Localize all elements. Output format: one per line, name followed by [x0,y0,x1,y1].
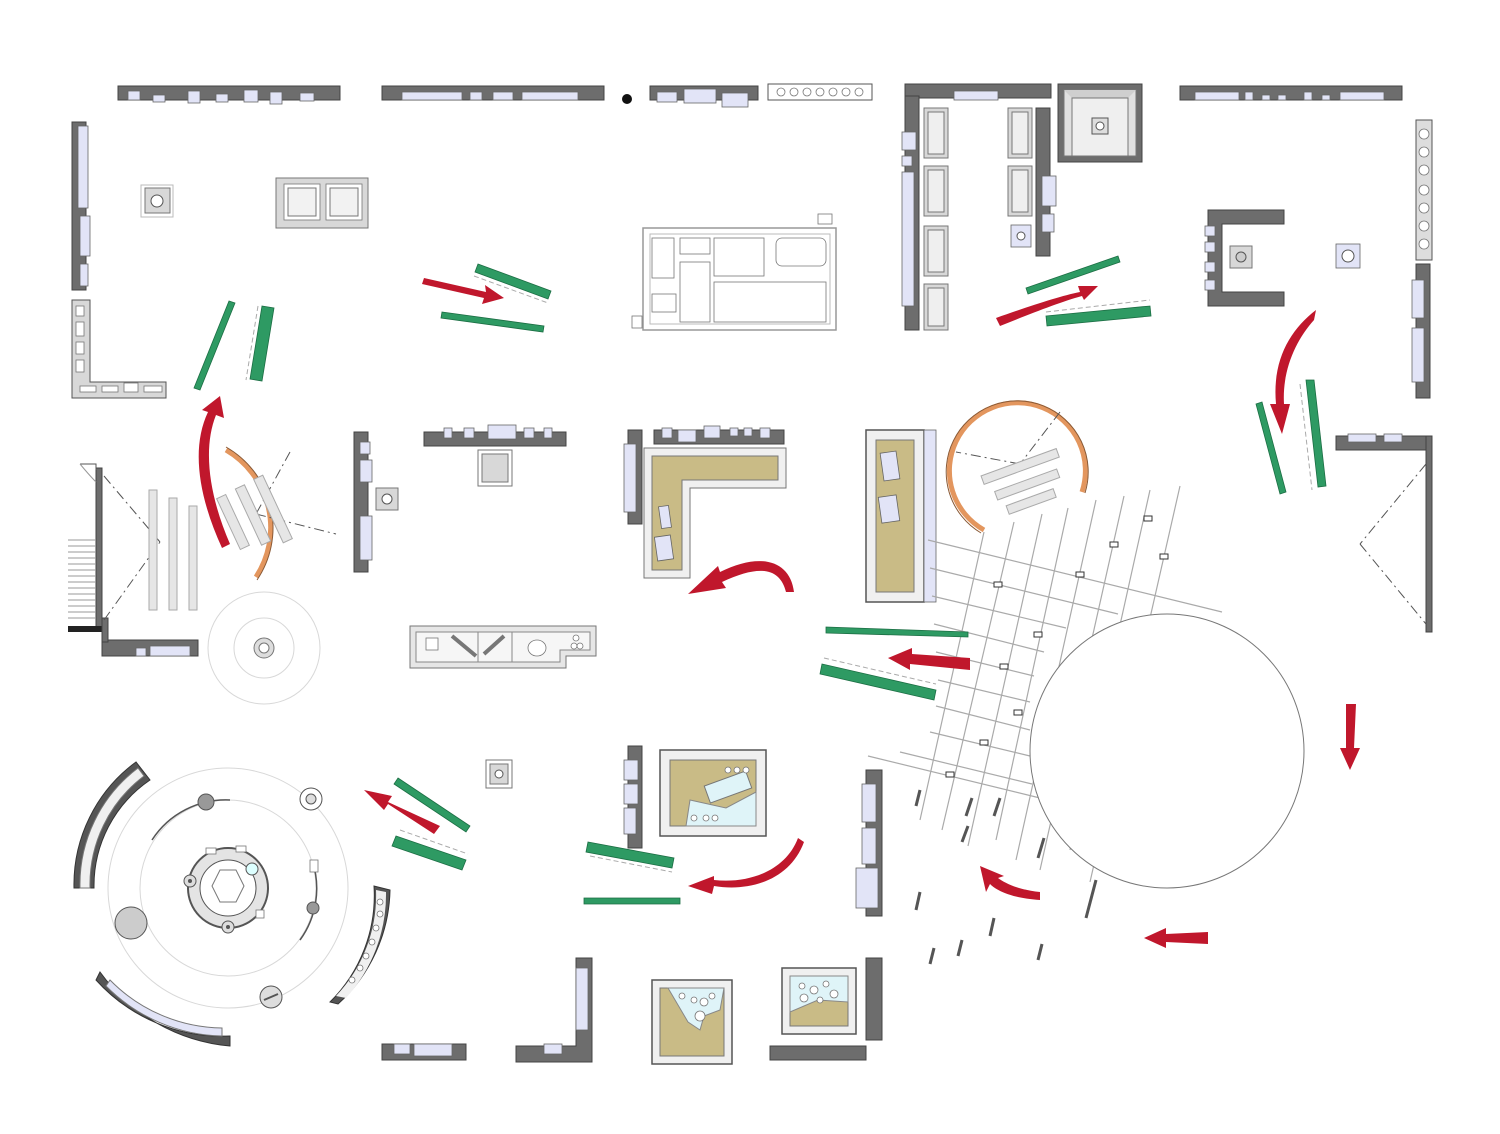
small-pedestal-2 [1335,243,1361,269]
top-wall-segment-5 [904,83,1052,101]
flow-arrow-4 [1270,310,1316,434]
flow-arrow-9 [980,866,1040,900]
double-case [275,177,369,229]
tan-display-square-1 [623,745,767,849]
round-fountain [207,591,321,705]
small-pedestal-1 [140,184,174,218]
l-shaped-tan-platform [623,425,787,579]
flow-arrow-3 [996,286,1098,326]
top-wall-segment-1 [117,85,341,105]
column-dot [622,94,632,104]
curved-case-right [329,885,391,1005]
orange-curve-right [945,400,1089,534]
cabinet-room [901,95,1057,331]
flow-arrow-8 [688,838,804,894]
flow-arrow-11 [1340,704,1360,770]
flow-arrow-2 [422,278,504,304]
long-tan-case [865,429,937,603]
square-niche [1057,83,1143,163]
green-panel-pair-5 [819,626,969,701]
flow-arrow-5 [688,561,794,594]
flow-arrow-7 [364,790,440,834]
left-room-walls [68,463,199,657]
tan-display-square-2 [651,979,733,1065]
u-shaped-wall [1204,209,1285,307]
flow-arrow-10 [1144,928,1208,948]
staircase [68,539,96,619]
top-wall-segment-3 [649,85,759,108]
green-panel-pair-1 [193,300,275,391]
green-panel-pair-4 [1255,379,1327,495]
large-plan-model [631,213,837,331]
right-wall-upper [1411,119,1433,399]
vertical-benches [148,489,198,611]
green-panel-pair-2 [440,263,552,333]
mid-left-wall [353,431,399,573]
top-wall-segment-6 [1179,85,1403,101]
posts [914,789,1098,965]
left-wall-upper [71,121,91,291]
rotunda [107,767,349,1009]
green-panel-pair-3 [1025,255,1152,327]
green-panel-pair-6 [391,777,471,871]
green-panel-pair-7 [583,841,681,905]
large-round-screen [1029,613,1305,889]
right-room-walls [1335,433,1433,633]
left-l-shaped-case [71,299,167,399]
orange-curve-left [215,446,337,581]
bottom-l-wall [515,957,593,1063]
top-wall-segment-4 [767,83,873,101]
bottom-wall-1 [381,1043,467,1061]
t-wall-case [423,424,567,487]
flow-arrow-1 [198,396,230,548]
top-wall-segment-2 [381,85,605,101]
curved-wall-left [73,761,151,889]
curved-case-bottom [95,971,231,1047]
long-low-case [409,625,597,669]
flow-arrow-6 [888,648,970,670]
mid-lower-wall [855,769,883,917]
small-pedestal-3 [485,759,513,789]
tan-display-square-3 [781,967,857,1035]
bottom-right-walls [769,957,883,1061]
